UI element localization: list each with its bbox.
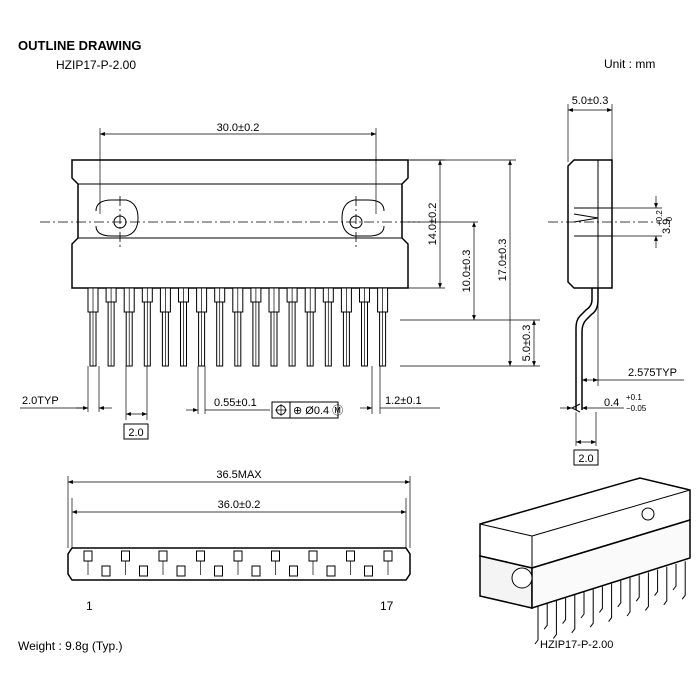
bottom-view: 36.5MAX 36.0±0.2 1 17 <box>67 469 411 613</box>
bottom-pin <box>346 550 355 575</box>
front-pin <box>304 287 316 367</box>
dim-overall: 36.0±0.2 <box>218 499 261 511</box>
dim-side-pitch: 2.0 <box>578 453 593 465</box>
dim-hole-tol-top: +0.2 <box>655 210 664 226</box>
front-pin <box>268 287 280 367</box>
front-pin <box>322 287 334 367</box>
dim-tolerance: ⊕ Ø0.4 Ⓜ <box>293 404 343 417</box>
front-pin <box>123 287 135 367</box>
pin-first-label: 1 <box>86 599 93 613</box>
bottom-pin <box>326 565 336 577</box>
iso-pin <box>599 586 603 613</box>
weight-label: Weight : 9.8g (Typ.) <box>18 639 123 653</box>
iso-pin <box>534 606 539 645</box>
bottom-pin <box>251 565 261 577</box>
bottom-body <box>67 547 411 581</box>
dim-lead-offset: 2.575TYP <box>628 367 677 379</box>
unit-label: Unit : mm <box>604 57 655 71</box>
left-slot <box>95 199 139 237</box>
dim-pitch-typ: 2.0TYP <box>22 395 59 407</box>
iso-pin <box>635 575 640 602</box>
dim-thick-tol-top: +0.1 <box>626 393 642 402</box>
front-pin <box>178 287 189 367</box>
dim-hole-tol-bot: −0 <box>665 216 674 226</box>
front-view: 30.0±0.2 14.0±0.2 10.0±0.3 17.0±0.3 5.0±… <box>20 122 540 440</box>
iso-pin <box>589 589 594 628</box>
bottom-pin <box>214 565 223 577</box>
bottom-pin <box>271 550 280 575</box>
front-pin <box>214 287 226 367</box>
iso-pin <box>672 564 677 591</box>
iso-pin <box>580 592 585 619</box>
front-pin <box>250 287 262 367</box>
side-view: 5.0±0.3 3.9 +0.2 −0 2.575TYP 0.4 +0.1 −0… <box>548 95 684 466</box>
bottom-pin <box>139 565 148 577</box>
dim-lead-5: 5.0±0.3 <box>521 325 533 362</box>
dim-edge: 1.2±0.1 <box>385 395 422 407</box>
front-pin <box>359 287 370 367</box>
bottom-pin <box>308 550 318 575</box>
dim-side-width: 5.0±0.3 <box>572 95 609 107</box>
front-pin <box>232 287 244 367</box>
iso-pin <box>553 600 557 639</box>
bottom-pin <box>233 550 243 575</box>
front-pin <box>87 287 99 367</box>
right-slot <box>341 199 385 237</box>
front-pin <box>159 287 171 367</box>
front-pin <box>377 287 389 367</box>
tolerance-frame <box>271 401 339 419</box>
iso-pin <box>617 580 622 608</box>
dim-lead-width: 0.55±0.1 <box>214 397 257 409</box>
bottom-pin <box>176 565 186 577</box>
front-pin <box>340 287 352 367</box>
iso-pin <box>626 578 631 617</box>
side-lead <box>575 288 593 410</box>
bottom-pin <box>289 565 298 577</box>
front-pin <box>105 287 117 367</box>
bottom-pin <box>101 565 111 577</box>
pitch-box <box>123 423 149 440</box>
bottom-pins <box>83 550 393 577</box>
dim-height-10: 10.0±0.3 <box>461 250 473 293</box>
bottom-pin <box>121 550 130 575</box>
iso-pin <box>543 603 548 630</box>
iso-pin <box>608 583 613 622</box>
iso-pin <box>681 561 686 600</box>
front-pin <box>196 287 208 367</box>
bottom-pin <box>158 550 168 575</box>
dim-body-width: 30.0±0.2 <box>217 122 260 134</box>
side-body <box>567 159 613 289</box>
iso-pin <box>645 572 649 611</box>
drawing-title: OUTLINE DRAWING <box>18 38 142 53</box>
bottom-pin <box>83 550 93 575</box>
package-body <box>71 159 409 289</box>
dim-height-17: 17.0±0.3 <box>497 239 509 282</box>
iso-pin <box>654 569 659 596</box>
pin-last-label: 17 <box>380 599 394 613</box>
front-pin <box>286 287 298 367</box>
dim-height-14: 14.0±0.2 <box>427 203 439 246</box>
dim-hole: 3.9 <box>661 219 673 234</box>
side-pitch-box <box>573 449 599 466</box>
iso-pin <box>571 594 576 634</box>
front-pins <box>87 287 389 367</box>
bottom-pin <box>196 550 205 575</box>
dim-thick-tol-bot: −0.05 <box>626 404 647 413</box>
iso-pin <box>562 597 567 624</box>
bottom-pin <box>383 550 393 575</box>
iso-caption: HZIP17-P-2.00 <box>540 639 613 651</box>
package-code: HZIP17-P-2.00 <box>56 58 136 72</box>
dim-pitch-box: 2.0 <box>128 427 143 439</box>
iso-pin <box>663 566 668 606</box>
isometric-view: HZIP17-P-2.00 <box>479 477 691 651</box>
dim-lead-thickness: 0.4 <box>604 397 619 409</box>
iso-pins <box>534 561 686 645</box>
dim-overall-max: 36.5MAX <box>216 469 262 481</box>
bottom-pin <box>364 565 373 577</box>
front-pin <box>141 287 153 367</box>
